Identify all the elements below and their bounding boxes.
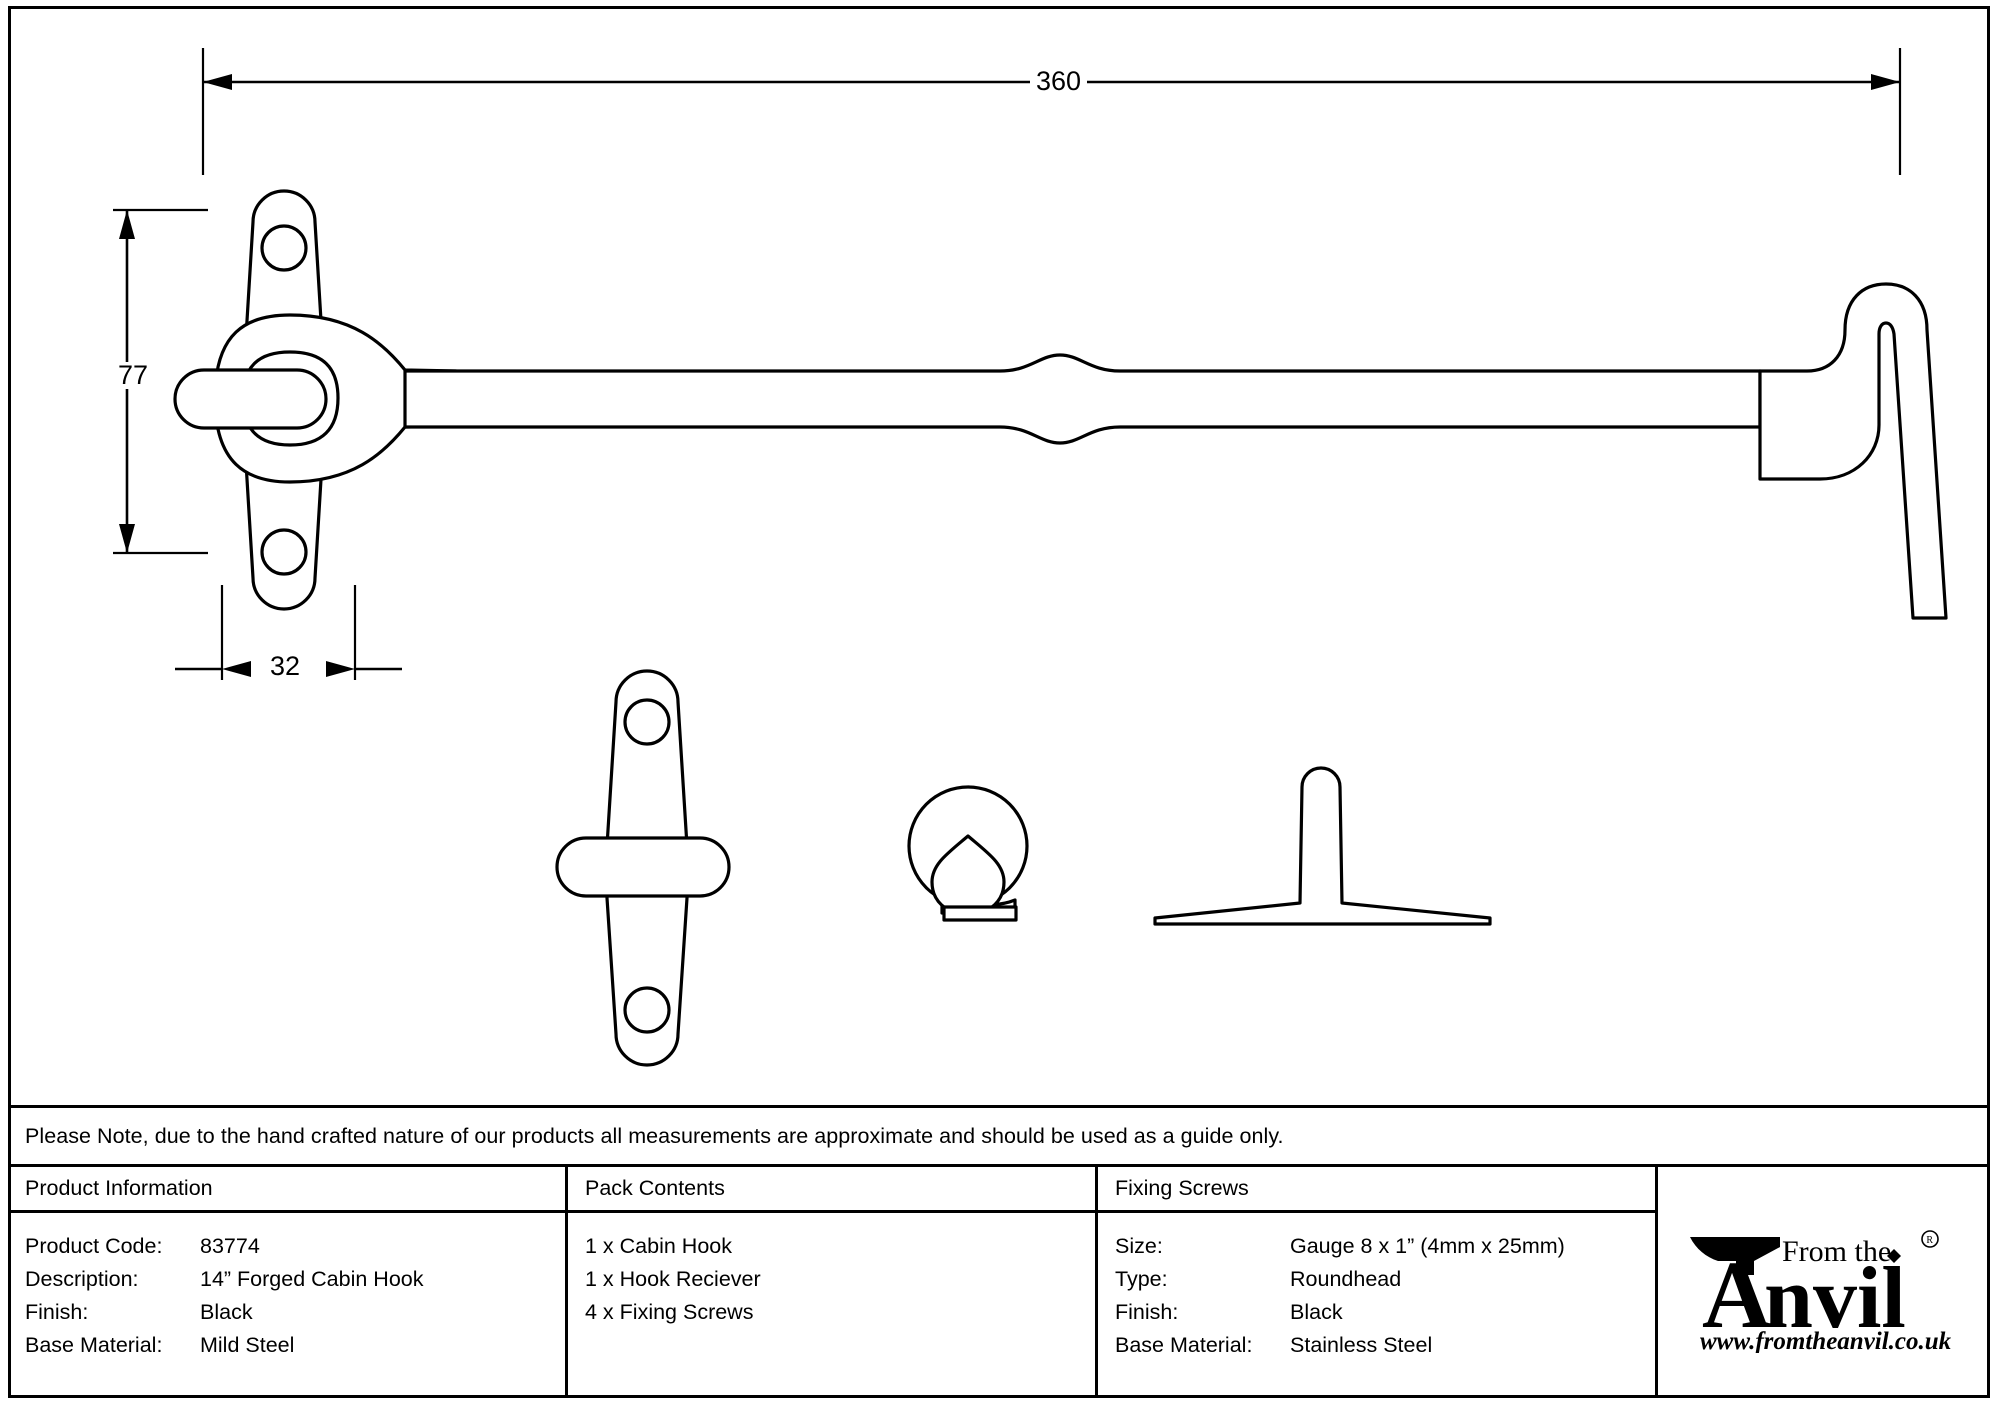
logo-letter-a: A <box>1702 1241 1771 1348</box>
screw-type-value: Roundhead <box>1290 1267 1402 1291</box>
table-row: Size: Gauge 8 x 1” (4mm x 25mm) <box>1115 1230 1655 1263</box>
screw-finish-label: Finish: <box>1115 1300 1179 1324</box>
logo-main-text: nvil <box>1764 1250 1906 1347</box>
fixing-screws-body: Size: Gauge 8 x 1” (4mm x 25mm) Type: Ro… <box>1098 1213 1655 1398</box>
from-the-anvil-logo: A nvil From the R www.fromtheanvil.co.uk <box>1690 1230 1952 1353</box>
anvil-icon <box>1690 1237 1780 1275</box>
table-row: Description: 14” Forged Cabin Hook <box>25 1263 565 1296</box>
product-information-column: Product Information Product Code: 83774 … <box>8 1167 568 1398</box>
logo-header-spacer <box>1658 1167 1990 1213</box>
pack-contents-column: Pack Contents 1 x Cabin Hook 1 x Hook Re… <box>568 1167 1098 1398</box>
pack-contents-header: Pack Contents <box>568 1167 1095 1213</box>
note-row: Please Note, due to the hand crafted nat… <box>8 1105 1990 1167</box>
pack-contents-body: 1 x Cabin Hook 1 x Hook Reciever 4 x Fix… <box>568 1213 1095 1398</box>
table-row: Finish: Black <box>25 1296 565 1329</box>
screw-size-label: Size: <box>1115 1234 1163 1258</box>
logo-top-text: From the <box>1782 1235 1891 1268</box>
diamond-icon <box>1887 1249 1901 1263</box>
list-item: 1 x Cabin Hook <box>585 1234 732 1258</box>
screw-size-value: Gauge 8 x 1” (4mm x 25mm) <box>1290 1234 1565 1258</box>
finish-label: Finish: <box>25 1300 89 1324</box>
page-border <box>8 6 1990 1398</box>
table-row: Base Material: Stainless Steel <box>1115 1329 1655 1362</box>
table-row: Product Code: 83774 <box>25 1230 565 1263</box>
list-item: 4 x Fixing Screws <box>585 1300 754 1324</box>
description-label: Description: <box>25 1267 139 1291</box>
base-material-value: Mild Steel <box>200 1333 295 1357</box>
logo-column: A nvil From the R www.fromtheanvil.co.uk <box>1658 1167 1990 1398</box>
logo-url: www.fromtheanvil.co.uk <box>1700 1328 1952 1353</box>
list-item: 1 x Hook Reciever <box>585 1267 761 1291</box>
screw-type-label: Type: <box>1115 1267 1168 1291</box>
registered-icon-circle <box>1921 1230 1939 1248</box>
base-material-label: Base Material: <box>25 1333 163 1357</box>
info-tables-row: Product Information Product Code: 83774 … <box>8 1167 1990 1398</box>
brand-logo: A nvil From the R www.fromtheanvil.co.uk <box>1658 1213 1990 1398</box>
table-row: Finish: Black <box>1115 1296 1655 1329</box>
screw-finish-value: Black <box>1290 1300 1343 1324</box>
fixing-screws-column: Fixing Screws Size: Gauge 8 x 1” (4mm x … <box>1098 1167 1658 1398</box>
registered-icon-letter: R <box>1926 1235 1933 1246</box>
product-code-value: 83774 <box>200 1234 260 1258</box>
product-code-label: Product Code: <box>25 1234 163 1258</box>
table-row: Type: Roundhead <box>1115 1263 1655 1296</box>
screw-base-material-value: Stainless Steel <box>1290 1333 1433 1357</box>
fixing-screws-header: Fixing Screws <box>1098 1167 1655 1213</box>
description-value: 14” Forged Cabin Hook <box>200 1267 424 1291</box>
product-information-body: Product Code: 83774 Description: 14” For… <box>8 1213 565 1398</box>
screw-base-material-label: Base Material: <box>1115 1333 1253 1357</box>
finish-value: Black <box>200 1300 253 1324</box>
product-information-header: Product Information <box>8 1167 565 1213</box>
table-row: Base Material: Mild Steel <box>25 1329 565 1362</box>
note-text: Please Note, due to the hand crafted nat… <box>25 1123 1284 1148</box>
